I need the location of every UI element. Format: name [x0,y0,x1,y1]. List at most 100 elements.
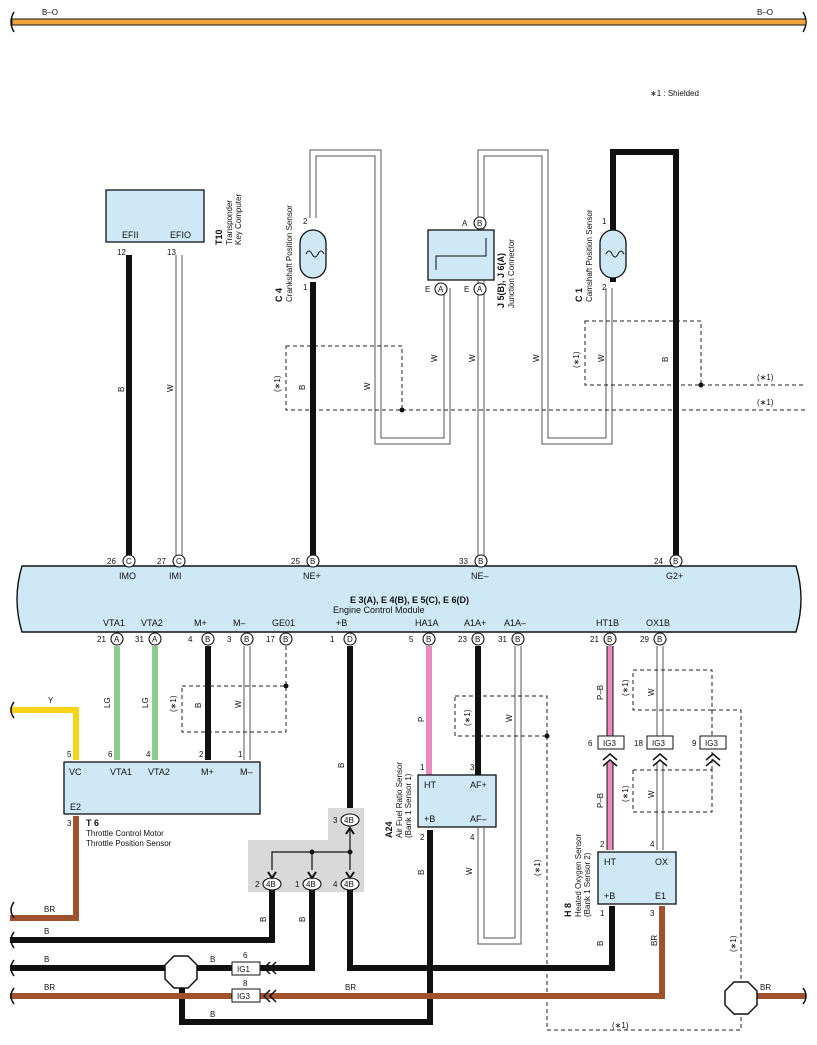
t10-name2: Key Computer [234,194,243,245]
svg-text:4B: 4B [306,880,316,889]
svg-text:G2+: G2+ [666,571,683,581]
svg-text:6: 6 [243,951,248,960]
shield-box-t6 [181,685,287,733]
ecm-module: E 3(A), E 4(B), E 5(C), E 6(D) Engine Co… [16,565,802,633]
svg-text:W: W [647,790,656,798]
svg-text:OX: OX [655,857,668,867]
svg-text:B: B [515,635,520,644]
top-bus-right-label: B–O [757,8,773,17]
svg-text:5: 5 [409,635,414,644]
svg-text:IG3: IG3 [603,739,616,748]
svg-text:B: B [310,557,315,566]
ecm-bottom-pin: +BD1 [330,618,357,646]
svg-text:P: P [417,717,426,722]
svg-text:(∗1): (∗1) [621,679,630,696]
svg-text:B: B [657,635,662,644]
t10-pin-num-12: 12 [117,248,126,257]
svg-text:P–B: P–B [596,685,605,700]
svg-text:C: C [126,557,132,566]
svg-text:(∗1): (∗1) [572,351,581,368]
svg-text:27: 27 [157,557,166,566]
shield-box-h8-2 [632,769,713,813]
jc-top-label: A [462,219,468,228]
svg-text:9: 9 [692,739,697,748]
svg-text:(∗1): (∗1) [463,709,472,726]
svg-text:6: 6 [108,750,113,759]
jc-bot2-label: E [464,285,469,294]
svg-text:H 8: H 8 [563,903,573,917]
shield-box-crank [285,345,403,411]
svg-text:BR: BR [44,983,55,992]
svg-text:18: 18 [634,739,643,748]
svg-text:VTA2: VTA2 [141,618,163,628]
svg-text:(∗1): (∗1) [612,1021,629,1030]
svg-text:4B: 4B [266,880,276,889]
svg-text:W: W [597,354,606,362]
svg-text:B: B [673,557,678,566]
ig3-connectors-row: IG3 6 IG3 18 IG3 9 [588,735,727,767]
svg-text:HT1B: HT1B [596,618,619,628]
svg-text:4: 4 [188,635,193,644]
jc-bot2-conn: A [477,285,483,294]
svg-text:1: 1 [420,763,425,772]
svg-text:IG3: IG3 [652,739,665,748]
svg-text:AF+: AF+ [470,780,487,790]
svg-text:1: 1 [330,635,335,644]
wire-gnd-3 [347,890,615,971]
svg-text:2: 2 [420,833,425,842]
top-bus-left-label: B–O [42,8,58,17]
svg-text:2: 2 [600,840,605,849]
ecm-bottom-pins: VTA1A21VTA2A31M+B4M–B3GE01B17+BD1HA1AB5A… [97,618,670,646]
crank-shield-loop [309,149,451,445]
jc-code: J 5(B), J 6(A) [496,253,506,308]
svg-text:E1: E1 [655,891,666,901]
svg-text:24: 24 [654,557,663,566]
svg-text:A: A [152,635,158,644]
svg-text:3: 3 [333,816,338,825]
t10-pin-label-efii: EFII [122,230,139,240]
shield-box-h8-1 [632,669,713,711]
svg-text:3: 3 [227,635,232,644]
svg-text:21: 21 [590,635,599,644]
svg-text:4: 4 [470,833,475,842]
wire-gnd-1 [10,890,275,943]
svg-text:B: B [259,917,268,922]
svg-text:(∗1): (∗1) [621,785,630,802]
svg-text:W: W [647,688,656,696]
t10-pin-label-efio: EFIO [170,230,191,240]
svg-text:(Bank 1 Sensor 2): (Bank 1 Sensor 2) [583,852,592,917]
svg-text:IMI: IMI [169,571,182,581]
svg-text:(∗1): (∗1) [757,373,774,382]
ecm-bottom-pin: M+B4 [188,618,215,646]
svg-text:W: W [166,384,175,392]
ecm-bottom-pin: A1A–B31 [498,618,526,646]
svg-text:A24: A24 [384,821,394,838]
svg-text:D: D [347,635,353,644]
svg-text:VTA2: VTA2 [148,767,170,777]
t10-transponder: EFII EFIO 12 13 T10 Transponder Key Comp… [105,189,243,257]
svg-text:2: 2 [199,750,204,759]
svg-text:HT: HT [424,780,436,790]
svg-text:GE01: GE01 [272,618,295,628]
wire-gnd-2 [10,890,315,971]
t6-name2: Throttle Position Sensor [86,839,172,848]
svg-text:6: 6 [588,739,593,748]
svg-text:(Bank 1 Sensor 1): (Bank 1 Sensor 1) [404,773,413,838]
svg-text:BR: BR [760,983,771,992]
svg-text:(∗1): (∗1) [729,935,738,952]
a24-af-sensor: HT AF+ +B AF– 1 3 2 4 A24 Air Fuel Ratio… [384,762,497,842]
svg-text:1: 1 [600,909,605,918]
t10-name1: Transponder [225,200,234,245]
svg-text:LG: LG [141,697,150,708]
svg-text:Y: Y [48,696,54,705]
svg-text:W: W [465,867,474,875]
svg-text:3: 3 [650,909,655,918]
svg-text:8: 8 [243,979,248,988]
svg-text:VTA1: VTA1 [103,618,125,628]
svg-text:B: B [194,703,203,708]
svg-text:3: 3 [470,763,475,772]
